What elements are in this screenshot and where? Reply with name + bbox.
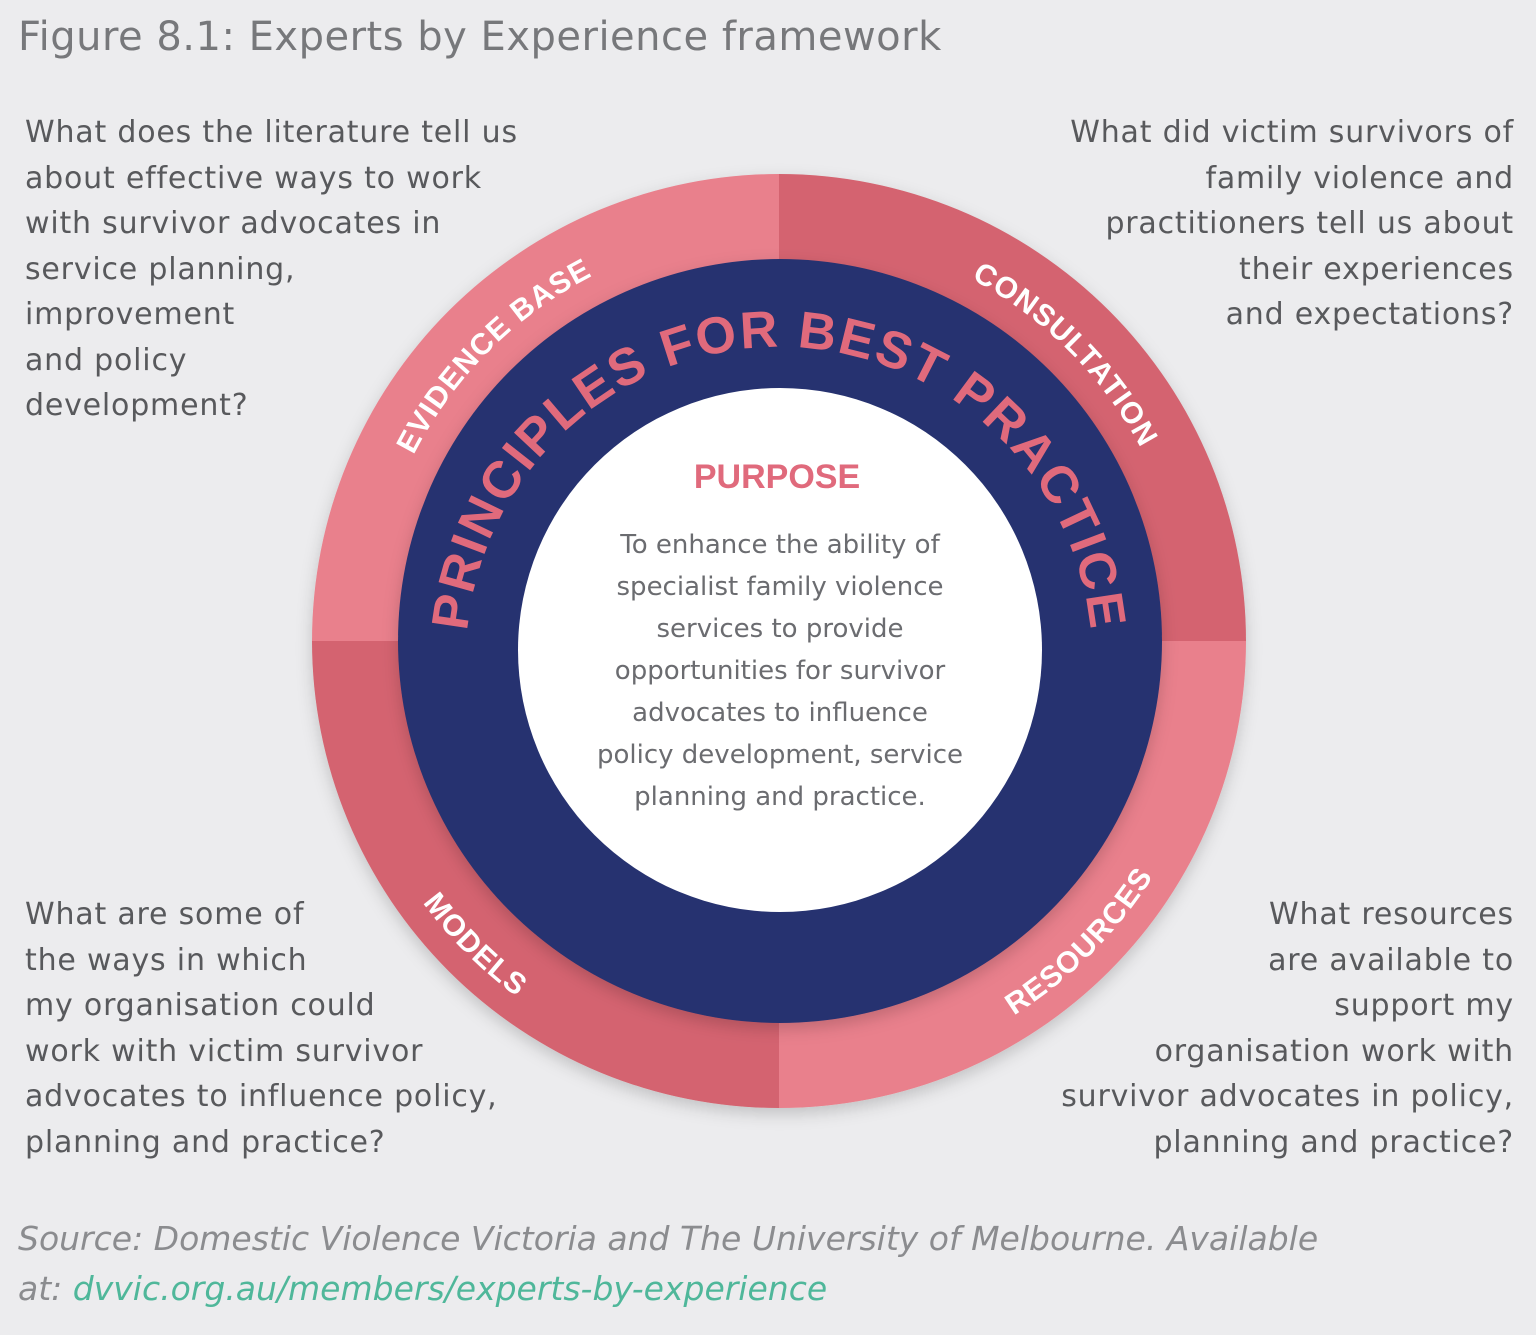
figure-title: Figure 8.1: Experts by Experience framew… (18, 14, 942, 60)
source-link[interactable]: dvvic.org.au/members/experts-by-experien… (72, 1269, 828, 1308)
source-at: at: (18, 1269, 73, 1308)
purpose-line: planning and practice. (634, 782, 926, 812)
purpose-line: advocates to influence (632, 698, 928, 728)
purpose-line: opportunities for survivor (615, 656, 946, 686)
question-resources: What resources are available to support … (1061, 897, 1514, 1160)
purpose-line: specialist family violence (617, 572, 944, 602)
purpose-line: To enhance the ability of (619, 530, 940, 560)
question-evidence-base: What does the literature tell us about e… (25, 115, 518, 423)
source-note: Source: Domestic Violence Victoria and T… (18, 1214, 1318, 1314)
purpose-line: services to provide (657, 614, 904, 644)
question-models: What are some of the ways in which my or… (25, 897, 498, 1160)
purpose-circle (518, 388, 1042, 912)
question-consultation: What did victim survivors of family viol… (1070, 115, 1514, 332)
purpose-line: policy development, service (597, 740, 963, 770)
source-text: Source: Domestic Violence Victoria and T… (18, 1219, 1319, 1258)
purpose-heading: PURPOSE (694, 458, 860, 496)
